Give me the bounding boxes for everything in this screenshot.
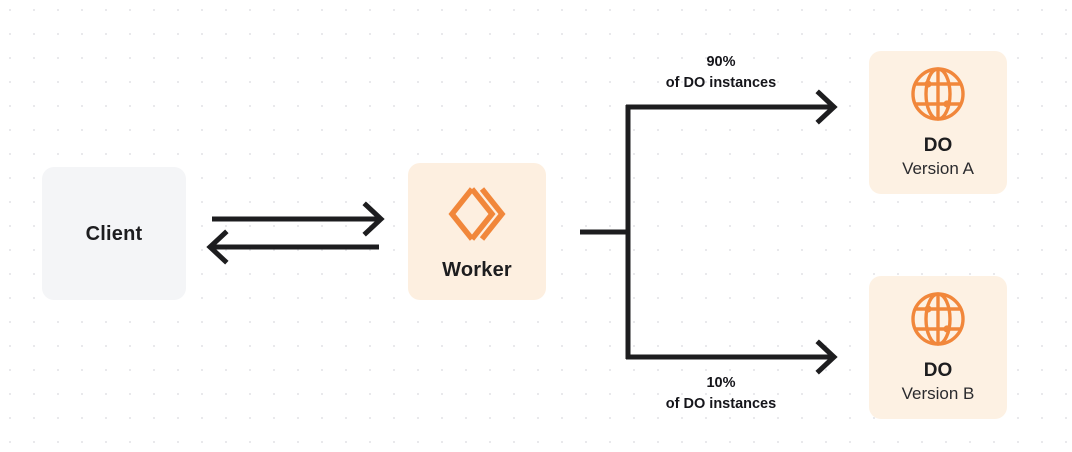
cloudflare-workers-icon bbox=[446, 183, 508, 245]
arrow-worker-to-do-a bbox=[626, 89, 838, 125]
edge-label-10-percent-detail: of DO instances bbox=[665, 396, 777, 413]
node-client-label: Client bbox=[85, 222, 143, 245]
edge-label-90-percent-detail: of DO instances bbox=[665, 75, 777, 92]
node-do-version-a-sublabel: Version A bbox=[902, 159, 974, 179]
node-worker[interactable]: Worker bbox=[408, 163, 546, 300]
arrow-worker-to-client bbox=[206, 229, 379, 265]
edge-label-90-percent: 90% of DO instances bbox=[610, 52, 832, 94]
globe-icon bbox=[909, 65, 967, 123]
node-worker-label: Worker bbox=[442, 258, 512, 281]
node-do-version-b-label: DO bbox=[923, 359, 953, 381]
branch-trunk bbox=[580, 105, 631, 359]
edge-label-90-percent-value: 90% bbox=[706, 54, 736, 70]
globe-icon bbox=[909, 290, 967, 348]
node-client[interactable]: Client bbox=[42, 167, 186, 300]
arrow-client-to-worker bbox=[212, 201, 385, 237]
edge-label-10-percent: 10% of DO instances bbox=[610, 373, 832, 415]
node-do-version-b[interactable]: DO Version B bbox=[869, 276, 1007, 419]
edge-label-10-percent-value: 10% bbox=[706, 375, 736, 391]
node-do-version-a-label: DO bbox=[923, 134, 953, 156]
node-do-version-b-sublabel: Version B bbox=[901, 384, 975, 404]
node-do-version-a[interactable]: DO Version A bbox=[869, 51, 1007, 194]
arrow-worker-to-do-b bbox=[626, 339, 838, 375]
